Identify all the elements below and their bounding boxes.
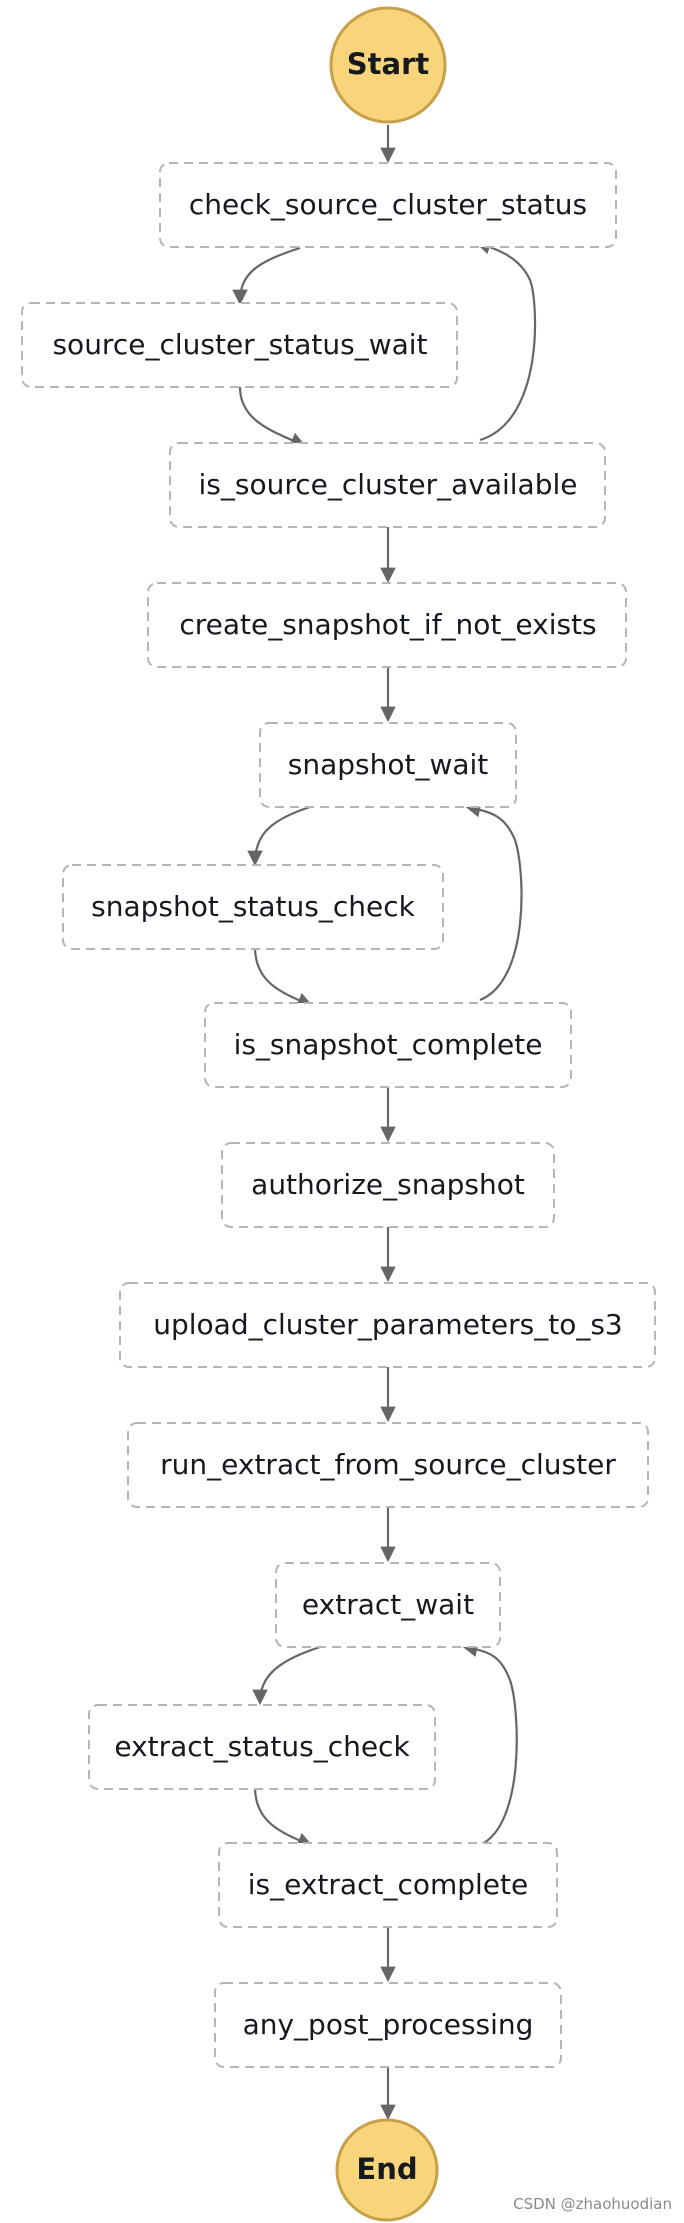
state-node-extract-wait: extract_wait	[275, 1562, 501, 1648]
arrow-extract-wait-to-status-check	[252, 1645, 321, 1706]
state-label: snapshot_status_check	[91, 890, 416, 923]
state-label: authorize_snapshot	[251, 1168, 525, 1201]
state-node-check-source-cluster-status: check_source_cluster_status	[159, 162, 617, 248]
state-nodes: check_source_cluster_status source_clust…	[21, 162, 656, 2068]
state-node-extract-status-check: extract_status_check	[88, 1704, 436, 1790]
transition-arrows	[232, 125, 537, 2121]
state-node-any-post-processing: any_post_processing	[214, 1982, 562, 2068]
arrow-status-check-to-is-snapshot-complete	[253, 946, 313, 1008]
state-node-is-extract-complete: is_extract_complete	[218, 1842, 558, 1928]
arrow-snapshot-wait-to-status-check	[247, 805, 311, 867]
start-label: Start	[347, 47, 430, 81]
state-node-create-snapshot-if-not-exists: create_snapshot_if_not_exists	[147, 582, 627, 668]
state-label: is_snapshot_complete	[234, 1028, 543, 1061]
arrow-is-snapshot-complete-loop-to-snapshot-wait	[464, 802, 523, 1002]
state-label: source_cluster_status_wait	[52, 328, 427, 361]
state-label: extract_wait	[302, 1588, 474, 1621]
state-node-upload-cluster-parameters-to-s3: upload_cluster_parameters_to_s3	[119, 1282, 656, 1368]
arrow-extract-status-check-to-is-extract-complete	[253, 1786, 313, 1848]
state-label: snapshot_wait	[288, 748, 489, 781]
arrow-check-to-status-wait	[232, 246, 301, 306]
state-label: create_snapshot_if_not_exists	[179, 608, 596, 641]
state-label: run_extract_from_source_cluster	[160, 1448, 616, 1481]
end-label: End	[356, 2152, 417, 2186]
arrow-is-available-loop-to-check	[475, 239, 537, 442]
state-label: any_post_processing	[243, 2008, 534, 2041]
state-label: extract_status_check	[114, 1730, 410, 1763]
state-node-authorize-snapshot: authorize_snapshot	[221, 1142, 555, 1228]
state-label: is_extract_complete	[248, 1868, 528, 1901]
state-node-snapshot-wait: snapshot_wait	[259, 722, 517, 808]
state-node-run-extract-from-source-cluster: run_extract_from_source_cluster	[127, 1422, 649, 1508]
state-label: upload_cluster_parameters_to_s3	[153, 1308, 623, 1341]
state-node-is-snapshot-complete: is_snapshot_complete	[204, 1002, 572, 1088]
end-node: End	[335, 2118, 439, 2222]
start-node: Start	[329, 6, 447, 124]
state-label: check_source_cluster_status	[189, 188, 587, 221]
arrow-is-extract-complete-loop-to-extract-wait	[461, 1641, 518, 1847]
state-node-is-source-cluster-available: is_source_cluster_available	[169, 442, 606, 528]
state-node-source-cluster-status-wait: source_cluster_status_wait	[21, 302, 458, 388]
watermark-label: CSDN @zhaohuodian	[513, 2195, 672, 2213]
arrow-status-wait-to-is-available	[238, 386, 306, 447]
state-label: is_source_cluster_available	[199, 468, 578, 501]
state-node-snapshot-status-check: snapshot_status_check	[62, 864, 444, 950]
